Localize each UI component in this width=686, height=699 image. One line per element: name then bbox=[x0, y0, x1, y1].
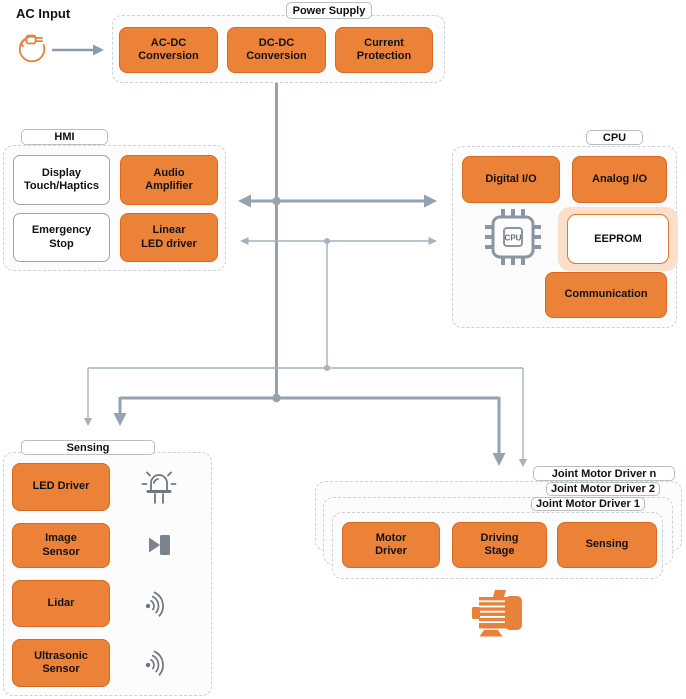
block-ultrasonic-sensor[interactable]: Ultrasonic Sensor bbox=[12, 639, 110, 687]
junction-dot bbox=[324, 238, 330, 244]
arrowhead-left bbox=[240, 237, 249, 245]
block-communication[interactable]: Communication bbox=[545, 272, 667, 318]
joint-motor-driver-n-tab: Joint Motor Driver n bbox=[533, 466, 675, 481]
arrowhead-right bbox=[428, 237, 437, 245]
arrowhead-down-motor bbox=[492, 453, 506, 466]
power-supply-tab: Power Supply bbox=[286, 2, 372, 19]
arrowhead-right bbox=[424, 194, 437, 208]
block-eeprom[interactable]: EEPROM bbox=[567, 214, 669, 264]
arrowhead-down-sensing bbox=[83, 418, 93, 426]
joint-motor-driver-2-tab: Joint Motor Driver 2 bbox=[546, 482, 660, 496]
block-analog-io[interactable]: Analog I/O bbox=[572, 156, 667, 203]
arrowhead-down-sensing bbox=[113, 413, 127, 426]
arrowhead-down-motor bbox=[518, 459, 528, 467]
block-driving-stage[interactable]: Driving Stage bbox=[452, 522, 547, 568]
plug-icon bbox=[18, 34, 46, 63]
junction-dot bbox=[324, 365, 330, 371]
motor-icon bbox=[472, 590, 522, 637]
junction-dot bbox=[272, 196, 281, 206]
cpu-tab: CPU bbox=[586, 130, 643, 145]
ultrasonic-icon bbox=[145, 650, 164, 676]
ac-input-label: AC Input bbox=[16, 6, 71, 21]
block-image-sensor[interactable]: Image Sensor bbox=[12, 523, 110, 568]
cpu-chip-label: CPU bbox=[505, 234, 522, 243]
block-motor-driver[interactable]: Motor Driver bbox=[342, 522, 440, 568]
block-led-driver[interactable]: LED Driver bbox=[12, 463, 110, 511]
image-sensor-icon bbox=[149, 535, 170, 555]
block-emergency-stop: Emergency Stop bbox=[13, 213, 110, 262]
junction-dot bbox=[272, 393, 281, 403]
block-digital-io[interactable]: Digital I/O bbox=[462, 156, 560, 203]
arrowhead-left bbox=[238, 194, 251, 208]
lidar-icon bbox=[145, 591, 164, 617]
joint-motor-driver-1-tab: Joint Motor Driver 1 bbox=[531, 497, 645, 511]
block-dcdc-conversion[interactable]: DC-DC Conversion bbox=[227, 27, 326, 73]
block-lidar[interactable]: Lidar bbox=[12, 580, 110, 627]
hmi-tab: HMI bbox=[21, 129, 108, 145]
led-icon bbox=[141, 471, 177, 504]
power-bus-thick bbox=[113, 83, 506, 466]
block-joint-sensing[interactable]: Sensing bbox=[557, 522, 657, 568]
block-audio-amplifier[interactable]: Audio Amplifier bbox=[120, 155, 218, 205]
cpu-chip-icon: CPU bbox=[485, 209, 541, 265]
block-eeprom-halo: EEPROM bbox=[558, 207, 678, 271]
sensing-tab: Sensing bbox=[21, 440, 155, 455]
block-acdc-conversion[interactable]: AC-DC Conversion bbox=[119, 27, 218, 73]
ac-input-arrow bbox=[52, 44, 104, 56]
block-display-touch-haptics: Display Touch/Haptics bbox=[13, 155, 110, 205]
block-current-protection[interactable]: Current Protection bbox=[335, 27, 433, 73]
block-linear-led-driver[interactable]: Linear LED driver bbox=[120, 213, 218, 262]
